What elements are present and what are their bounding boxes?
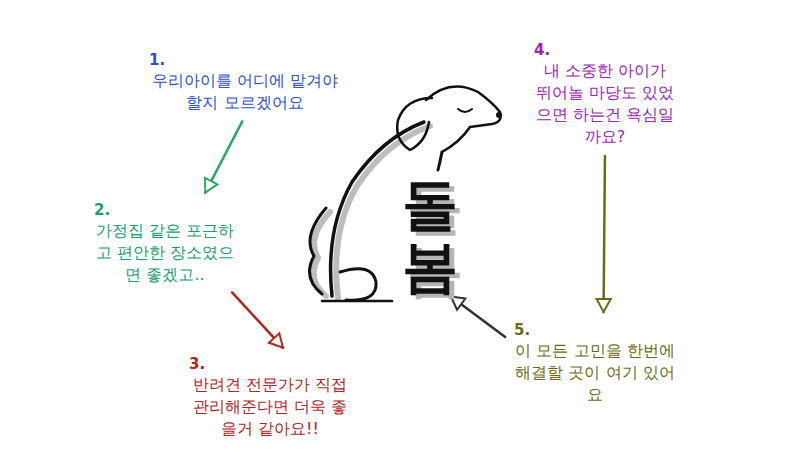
dog-ear bbox=[397, 98, 432, 150]
flow-arrow bbox=[604, 156, 605, 312]
note-text: 가정집 같은 포근하고 편안한 장소였으면 좋겠고.. bbox=[94, 220, 236, 286]
dog-leg bbox=[310, 208, 327, 294]
text-block: 5.이 모든 고민을 한번에 해결할 곳이 여기 있어요 bbox=[510, 318, 680, 408]
dog-head bbox=[426, 87, 501, 152]
text-block: 2.가정집 같은 포근하고 편안한 장소였으면 좋겠고.. bbox=[90, 198, 240, 288]
dog-paw bbox=[340, 269, 376, 301]
title-text: 돌봄 bbox=[402, 174, 458, 297]
text-block: 4.내 소중한 아이가 뛰어놀 마당도 있었으면 하는건 욕심일까요? bbox=[530, 38, 680, 150]
note-text: 이 모든 고민을 한번에 해결할 곳이 여기 있어요 bbox=[514, 340, 676, 406]
dog-nose bbox=[496, 112, 502, 118]
callout-number: 4. bbox=[534, 40, 676, 60]
dog-eye bbox=[458, 109, 472, 112]
callout-number: 3. bbox=[189, 354, 351, 374]
note-text: 우리아이를 어디에 맡겨야 할지 모르겠어요 bbox=[149, 70, 341, 114]
title-mark: 돌봄 bbox=[398, 172, 462, 299]
flow-arrow bbox=[451, 296, 505, 337]
callout-number: 5. bbox=[514, 320, 676, 340]
callout-number: 1. bbox=[149, 50, 341, 70]
flow-arrow bbox=[205, 121, 242, 192]
flow-arrow bbox=[232, 292, 283, 347]
note-text: 반려견 전문가가 직접 관리해준다면 더욱 좋을거 같아요!! bbox=[189, 374, 351, 440]
text-block: 3.반려견 전문가가 직접 관리해준다면 더욱 좋을거 같아요!! bbox=[185, 352, 355, 442]
note-text: 내 소중한 아이가 뛰어놀 마당도 있었으면 하는건 욕심일까요? bbox=[534, 60, 676, 148]
dog-base bbox=[322, 300, 392, 303]
dog-chest bbox=[438, 152, 442, 170]
text-block: 1.우리아이를 어디에 맡겨야 할지 모르겠어요 bbox=[145, 48, 345, 116]
callout-number: 2. bbox=[94, 200, 236, 220]
